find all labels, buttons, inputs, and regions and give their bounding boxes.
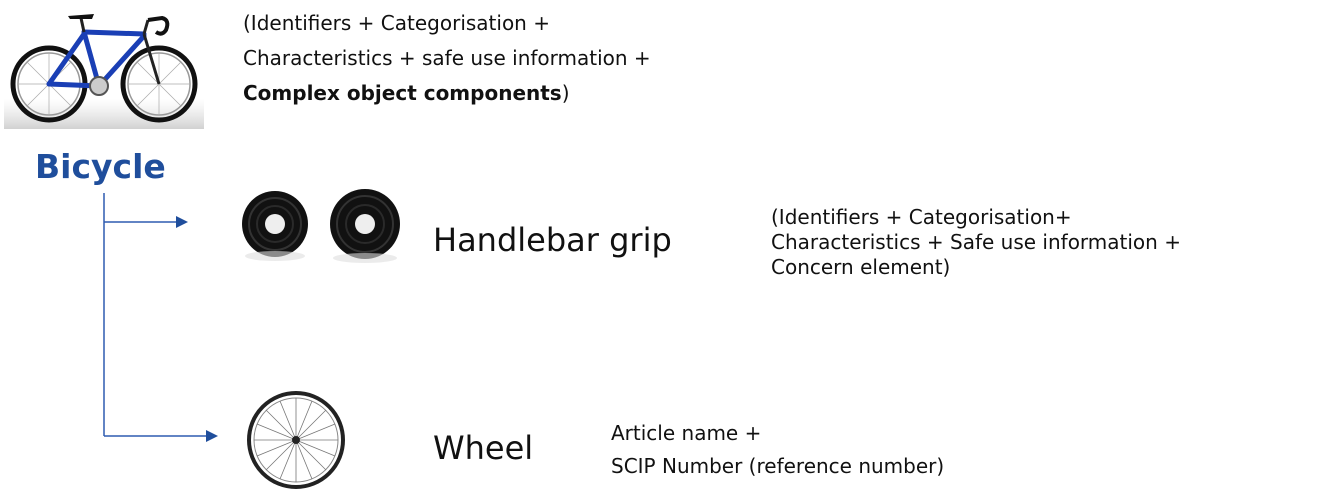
wheel-name: Wheel xyxy=(433,429,534,467)
wheel-description-line2: SCIP Number (reference number) xyxy=(611,454,945,478)
wheel-icon xyxy=(247,391,345,489)
arrowhead-wheel xyxy=(206,430,218,442)
handlebar-grip-name: Handlebar grip xyxy=(433,221,672,259)
grip-description-line3: Concern element) xyxy=(771,255,951,279)
bicycle-description-line3: Complex object components) xyxy=(243,76,651,111)
handlebar-grip-icon xyxy=(242,189,400,263)
wheel-description: Article name + SCIP Number (reference nu… xyxy=(611,417,944,483)
wheel-description-line1: Article name + xyxy=(611,421,762,445)
arrowhead-grip xyxy=(176,216,188,228)
handlebar-grip-description: (Identifiers + Categorisation+ Character… xyxy=(771,205,1181,280)
bicycle-icon xyxy=(4,14,204,129)
complex-object-components-text: Complex object components xyxy=(243,81,562,105)
bicycle-description: (Identifiers + Categorisation + Characte… xyxy=(243,6,651,111)
bicycle-label: Bicycle xyxy=(35,147,166,186)
grip-description-line2: Characteristics + Safe use information + xyxy=(771,230,1181,254)
grip-description-line1: (Identifiers + Categorisation+ xyxy=(771,205,1072,229)
bicycle-description-line1: (Identifiers + Categorisation + xyxy=(243,11,550,35)
closing-parenthesis: ) xyxy=(561,81,570,105)
bicycle-description-line2: Characteristics + safe use information + xyxy=(243,46,651,70)
